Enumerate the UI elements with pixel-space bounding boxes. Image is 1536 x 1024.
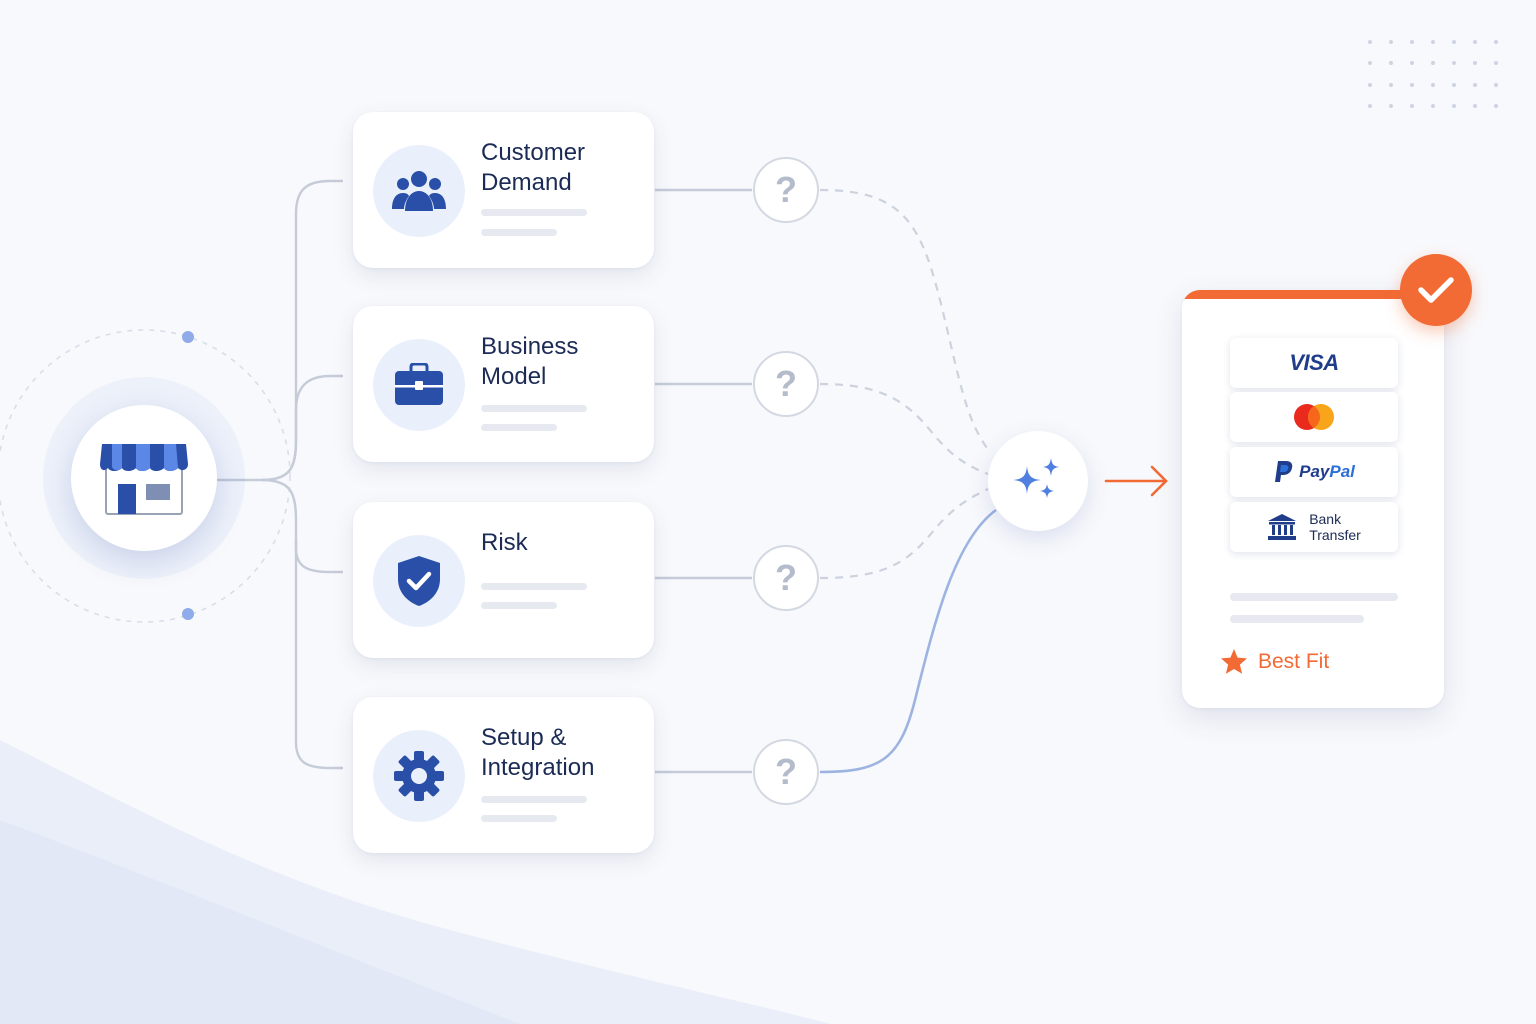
question-mark-icon: ? [775, 169, 797, 210]
shield-check-icon [398, 556, 440, 606]
factor-card-customer-demand[interactable]: Customer Demand [353, 112, 654, 268]
factor-icon-container [373, 339, 465, 431]
placeholder-line [481, 424, 557, 431]
factor-card-business-model[interactable]: Business Model [353, 306, 654, 462]
recommendation-panel: VISA PayPal [1182, 290, 1444, 708]
mastercard-logo [1294, 404, 1334, 430]
placeholder-line [481, 815, 557, 822]
question-mark-icon: ? [775, 557, 797, 598]
panel-accent-bar [1182, 290, 1444, 299]
orbit-dot-bottom [182, 608, 194, 620]
branch-connectors [217, 179, 343, 770]
question-node: ? [753, 351, 819, 417]
question-node: ? [753, 739, 819, 805]
question-mark-icon: ? [775, 363, 797, 404]
star-icon [1221, 649, 1247, 674]
question-node: ? [753, 157, 819, 223]
storefront-icon [100, 444, 188, 515]
factor-title: Risk [481, 529, 528, 556]
factor-card-risk[interactable]: Risk [353, 502, 654, 658]
factor-title: Customer Demand [481, 139, 586, 196]
factor-icon-container [373, 535, 465, 627]
question-node: ? [753, 545, 819, 611]
factor-card-setup-integration[interactable]: Setup & Integration [353, 697, 654, 853]
placeholder-line [481, 796, 587, 803]
sparkles-icon [1013, 458, 1059, 498]
bank-icon [1268, 514, 1297, 540]
briefcase-icon [395, 363, 443, 405]
orbit-dot-top [182, 331, 194, 343]
card-to-question-connectors [655, 188, 752, 774]
merchant-store-node [71, 405, 217, 551]
placeholder-line [481, 583, 587, 590]
placeholder-line [481, 209, 587, 216]
best-fit-label: Best Fit [1258, 649, 1330, 673]
paypal-logo [1275, 461, 1293, 482]
payment-method-bank-transfer[interactable]: Bank Transfer [1230, 502, 1398, 552]
factor-icon-container [373, 730, 465, 822]
payment-method-mastercard[interactable] [1230, 392, 1398, 442]
placeholder-line [1230, 615, 1364, 623]
paypal-wordmark: PayPal [1299, 462, 1355, 481]
orbit-ring [0, 329, 291, 623]
best-fit-badge: Best Fit [1220, 648, 1329, 675]
gear-icon [394, 751, 444, 801]
users-icon [392, 171, 446, 211]
check-icon [1418, 277, 1454, 303]
result-arrow [1104, 465, 1168, 497]
placeholder-line [481, 229, 557, 236]
visa-logo: VISA [1289, 350, 1339, 375]
factor-title: Setup & Integration [481, 724, 595, 781]
placeholder-line [481, 405, 587, 412]
background-wave-inner [0, 820, 520, 1024]
payment-method-paypal[interactable]: PayPal [1230, 447, 1398, 497]
placeholder-line [481, 602, 557, 609]
question-mark-icon: ? [775, 751, 797, 792]
factor-title: Business Model [481, 333, 579, 390]
question-to-hub-connectors [819, 188, 991, 580]
factor-icon-container [373, 145, 465, 237]
selected-check-badge [1400, 254, 1472, 326]
selected-path-connector [819, 508, 997, 774]
placeholder-line [1230, 593, 1398, 601]
dot-grid-decoration [1368, 40, 1498, 108]
payment-method-visa[interactable]: VISA [1230, 338, 1398, 388]
ai-analysis-hub [988, 431, 1088, 531]
bank-transfer-label: Bank Transfer [1309, 511, 1361, 543]
